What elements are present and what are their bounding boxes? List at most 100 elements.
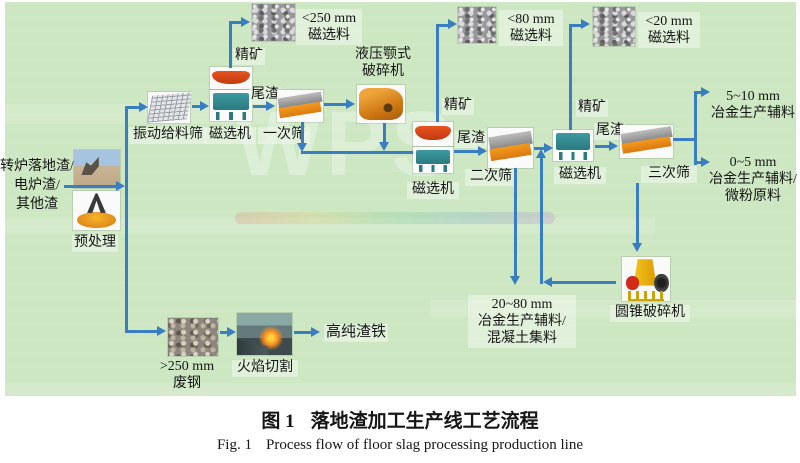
- output-05-label: 0~5 mm 冶金生产辅料/ 微粉原料: [702, 153, 800, 206]
- product-250-label: <250 mm 磁选料: [296, 9, 362, 46]
- line-input: [64, 185, 117, 188]
- secondary-screen-image: [488, 128, 533, 168]
- arrowhead-cone-return: [543, 277, 552, 287]
- line-flame-to-slag: [294, 331, 313, 334]
- scrap-steel-photo: [168, 318, 218, 356]
- jaw-crusher-line1: 液压颚式: [355, 47, 411, 62]
- line-trunk-to-feeder: [125, 106, 145, 109]
- arrowhead-jaw-down: [379, 142, 389, 151]
- output-2080-use: 冶金生产辅料/: [478, 314, 566, 330]
- output-2080-label: 20~80 mm 冶金生产辅料/ 混凝土集料: [468, 295, 576, 349]
- vibrating-feeder-image: [148, 92, 190, 123]
- tailings-3-label: 尾渣: [594, 123, 626, 140]
- product-80-size: <80 mm: [507, 12, 555, 27]
- line-feeder-to-sep1: [192, 105, 202, 108]
- magnetic-separator-2-label: 磁选机: [407, 182, 459, 199]
- arrowhead-to-cone: [632, 243, 642, 252]
- scrap-size: >250 mm: [159, 359, 215, 374]
- arrowhead-tailings-2: [478, 146, 487, 156]
- watermark-color-bar: [235, 212, 555, 224]
- output-2080-use2: 混凝土集料: [487, 331, 557, 347]
- line-screen3-down: [636, 183, 639, 245]
- output-510-label: 5~10 mm 冶金生产辅料: [705, 87, 800, 123]
- input-line3: 其他渣: [16, 197, 58, 212]
- line-concentrate-1: [229, 21, 232, 68]
- line-concentrate-3: [569, 25, 572, 130]
- magnetic-material-250-photo: [252, 4, 295, 41]
- line-cone-return: [552, 281, 616, 284]
- line-bracket-bottom: [694, 161, 703, 164]
- arrowhead-to-scrap: [157, 326, 166, 336]
- line-tailings-2: [454, 150, 480, 153]
- jaw-crusher-label: 液压颚式 破碎机: [350, 45, 416, 81]
- concentrate-3-label: 精矿: [576, 100, 608, 117]
- magnetic-separator-2-image: [413, 147, 453, 173]
- arrowhead-recycle-up: [536, 149, 546, 158]
- line-tailings-3: [595, 145, 611, 148]
- product-250-name: 磁选料: [308, 28, 350, 44]
- magnetic-material-20-photo: [593, 7, 635, 46]
- slag-iron-label: 高纯渣铁: [324, 324, 389, 342]
- scrap-name: 废钢: [173, 376, 201, 392]
- magnetic-material-80-photo: [458, 7, 496, 43]
- arrowhead-flame-to-slag: [311, 327, 320, 337]
- jaw-crusher-line2: 破碎机: [362, 64, 404, 80]
- scrap-label: >250 mm 废钢: [153, 357, 221, 393]
- vibrating-feeder-label: 振动给料筛: [129, 127, 207, 144]
- flame-cutting-photo: [237, 313, 292, 355]
- output-2080-size: 20~80 mm: [491, 297, 553, 312]
- arrowhead-concentrate-2: [448, 19, 457, 29]
- input-line1: 转炉落地渣/: [0, 159, 74, 174]
- cone-crusher-image: [622, 257, 670, 301]
- tertiary-screen-label: 三次筛: [641, 166, 697, 183]
- background-band: [5, 383, 796, 395]
- line-trunk: [125, 106, 128, 333]
- primary-screen-image: [277, 90, 323, 122]
- product-20-label: <20 mm 磁选料: [638, 12, 700, 49]
- line-jaw-down: [383, 123, 386, 144]
- line-screen1-down: [301, 122, 304, 145]
- output-510-use: 冶金生产辅料: [711, 106, 795, 122]
- excavator-photo: [74, 150, 120, 188]
- flame-cutting-label: 火焰切割: [232, 360, 298, 377]
- product-80-label: <80 mm 磁选料: [499, 10, 563, 47]
- arrowhead-concentrate-1: [241, 17, 250, 27]
- caption-chinese: 图 1 落地渣加工生产线工艺流程: [0, 406, 800, 433]
- product-20-size: <20 mm: [645, 14, 693, 29]
- tailings-1-label: 尾渣: [249, 87, 281, 104]
- caption-title-zh: 落地渣加工生产线工艺流程: [310, 411, 539, 432]
- tertiary-screen-image: [620, 125, 673, 158]
- magnet-lifter-photo: [73, 191, 120, 230]
- line-screen2-to-sep3: [534, 147, 546, 150]
- magnetic-separator-3-label: 磁选机: [554, 167, 606, 184]
- arrowhead-screen1-down: [297, 143, 307, 152]
- background-band: [5, 218, 655, 234]
- line-recycle-up: [540, 155, 543, 284]
- primary-screen-label: 一次筛: [258, 127, 310, 144]
- tailings-2-label: 尾渣: [455, 131, 487, 148]
- output-05-use2: 微粉原料: [725, 189, 781, 205]
- line-screen1-to-jaw: [324, 103, 348, 106]
- cone-crusher-wheel: [654, 273, 669, 293]
- secondary-screen-label: 二次筛: [465, 169, 517, 186]
- arrowhead-screen2-down: [510, 276, 520, 285]
- jaw-crusher-image: [357, 85, 405, 123]
- output-05-size: 0~5 mm: [729, 155, 777, 170]
- arrowhead-screen2-to-sep3: [544, 143, 553, 153]
- magnetic-separator-3-image: [553, 130, 593, 161]
- concentrate-2-label: 精矿: [442, 98, 474, 115]
- product-20-name: 磁选料: [648, 31, 690, 47]
- line-bracket: [694, 92, 697, 165]
- arrowhead-to-feeder: [139, 102, 148, 112]
- arrowhead-tailings-3: [609, 141, 618, 151]
- cone-crusher-base: [627, 290, 665, 301]
- magnetic-separator-1-top-image: [210, 67, 252, 89]
- arrowhead-out-510: [701, 87, 710, 97]
- line-trunk-to-scrap: [125, 330, 159, 333]
- caption-fig-number-zh: 图 1: [261, 411, 295, 432]
- arrowhead-screen1-to-jaw: [346, 99, 355, 109]
- magnetic-separator-1-label: 磁选机: [204, 127, 256, 144]
- product-250-size: <250 mm: [301, 11, 357, 26]
- line-concentrate-1-h: [229, 21, 242, 24]
